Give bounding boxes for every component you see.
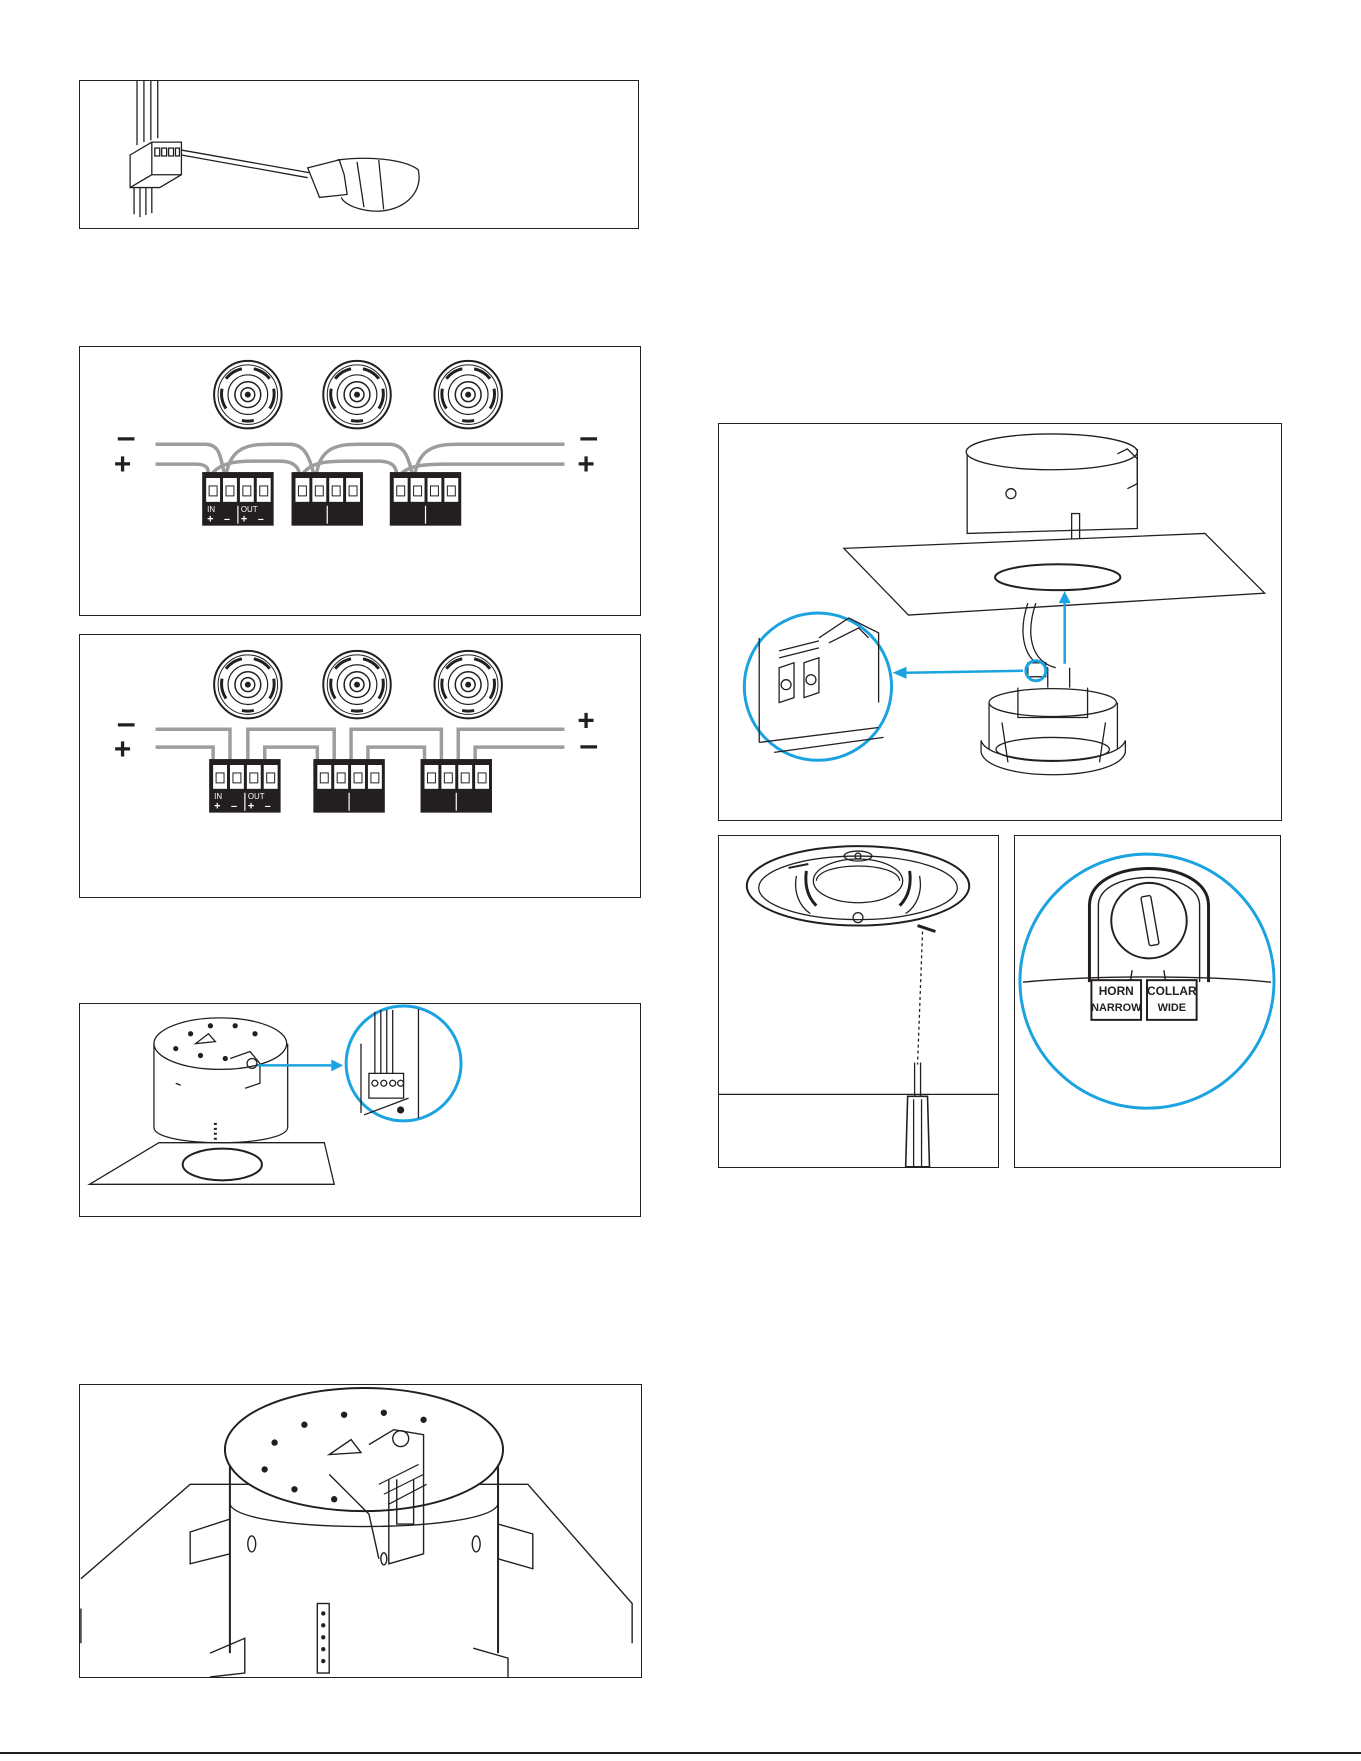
block-sign-2: – [231, 801, 237, 813]
figure-wiring-series: IN OUT + – + – – + + – [79, 634, 641, 898]
speaker-3-icon [434, 651, 501, 718]
speaker-1-icon [214, 361, 281, 428]
figure-wiring-parallel: IN OUT + – + – – + – + [79, 346, 641, 616]
footer-rule [0, 1752, 1361, 1754]
block-out-label: OUT [241, 505, 258, 514]
wiring-diagram-a: IN OUT + – + – – + – + [80, 347, 640, 615]
callout-circle [346, 1006, 461, 1121]
speaker-2-icon [323, 361, 390, 428]
left-positive-symbol: + [114, 448, 131, 481]
block-sign-2: – [224, 514, 230, 526]
callout-circle [744, 613, 891, 760]
speaker-3-icon [434, 361, 501, 428]
block-sign-4: – [258, 514, 264, 526]
block-in-label: IN [214, 792, 222, 801]
ceiling-install-illustration [719, 424, 1281, 820]
block-sign-3: + [241, 514, 247, 526]
figure-dispersion-switch: HORN NARROW COLLAR WIDE [1014, 835, 1281, 1168]
block-sign-3: + [248, 801, 254, 813]
screwdriver-terminal-icon [80, 81, 638, 228]
backcan-callout-illustration [80, 1004, 640, 1216]
block-in-label: IN [207, 505, 215, 514]
narrow-label: NARROW [1091, 1002, 1142, 1014]
dispersion-switch-illustration: HORN NARROW COLLAR WIDE [1015, 836, 1280, 1167]
block-sign-1: + [214, 801, 220, 813]
speaker-2-icon [323, 651, 390, 718]
figure-backcan-terminal-callout [79, 1003, 641, 1217]
figure-ceiling-install [718, 423, 1282, 821]
figure-backcan-mounted [79, 1384, 642, 1678]
figure-screwdriver-terminal [79, 80, 639, 229]
backcan-mounted-illustration [80, 1385, 641, 1677]
block-out-label: OUT [248, 792, 265, 801]
right-negative-symbol: – [579, 726, 598, 764]
horn-label: HORN [1099, 984, 1134, 998]
switch-label-collar-wide: COLLAR WIDE [1147, 980, 1197, 1020]
speaker-1-icon [214, 651, 281, 718]
block-sign-1: + [207, 514, 213, 526]
left-positive-symbol: + [114, 733, 131, 766]
wiring-diagram-b: IN OUT + – + – – + + – [80, 635, 640, 897]
collar-label: COLLAR [1147, 984, 1197, 998]
figure-grille-screwdriver [718, 835, 999, 1168]
wide-label: WIDE [1158, 1002, 1186, 1014]
block-sign-4: – [265, 801, 271, 813]
grille-screwdriver-illustration [719, 836, 998, 1167]
right-positive-symbol: + [577, 448, 594, 481]
switch-label-horn-narrow: HORN NARROW [1091, 980, 1142, 1020]
